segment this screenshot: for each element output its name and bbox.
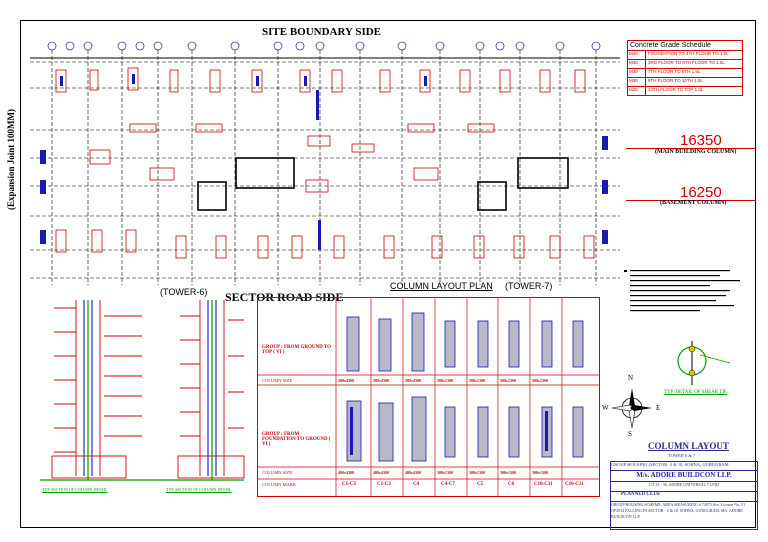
basement-level-line: [626, 200, 756, 201]
size-cell: 400x4300: [405, 470, 421, 475]
grid-bubbles: [47, 41, 601, 51]
drawing-sheet: [20, 20, 756, 528]
main-level-label: (MAIN BUILDING COLUMN): [655, 149, 737, 155]
grid-lines: [30, 50, 620, 285]
size-cell: 300x4300: [405, 378, 421, 383]
drawing-subtitle: TOWER 6 & 7: [668, 453, 696, 458]
shear-tie-detail: [677, 341, 731, 385]
title-block: GROUP HOUSING (SECTOR -2 & 10, SOHNA, GU…: [610, 461, 758, 530]
north-compass: [611, 388, 652, 429]
mark-cell: C1-C3: [342, 482, 356, 487]
group2-label: GROUP : FROM FOUNDATION TO GROUND ( VI ): [262, 432, 331, 447]
project-name: GROUP HOUSING (SECTOR -2 & 10, SOHNA, GU…: [611, 462, 757, 471]
mark-row-label: COLUMN MARK: [262, 482, 297, 487]
site-boundary-label: SITE BOUNDARY SIDE: [262, 26, 382, 38]
mark-cell: C10-C11: [534, 482, 553, 487]
tower-left-label: (TOWER-6): [160, 287, 208, 297]
consultant-name: PLANNED CLUE: [611, 492, 757, 502]
core-walls: [197, 157, 569, 211]
client-name: M/s. ADORE BUILDCON LLP.: [611, 471, 757, 482]
column-schedule-table: [257, 297, 600, 497]
general-notes: [624, 270, 740, 312]
size-cell: 300x4300: [373, 378, 389, 383]
compass-w: W: [602, 404, 609, 412]
group1-label: GROUP : FROM GROUND TO TOP ( VI ): [262, 345, 331, 355]
mark-cell: C6: [508, 482, 515, 487]
main-level-value: 16350: [680, 132, 722, 149]
tower-right-label: (TOWER-7): [505, 281, 553, 291]
size-cell: 400x4300: [373, 470, 389, 475]
client-address: UT 33 - 36, ADORE UNIVERSAL 7 LPHJ: [611, 482, 757, 492]
shear-tie-caption: TYP. DETAIL OF SHEAR TIE: [664, 390, 728, 395]
column-schedule-grid: [257, 297, 599, 496]
drawing-title: COLUMN LAYOUT: [648, 441, 729, 451]
section-caption-left: TYP. SECTION OF COLUMN DETAIL: [42, 487, 108, 492]
size-cell: 300x1300: [500, 470, 516, 475]
size-cell: 300x1300: [437, 470, 453, 475]
basement-level-value: 16250: [680, 184, 722, 201]
mark-cell: C4: [413, 482, 420, 487]
mark-cell: C10-C11: [565, 482, 584, 487]
compass-e: E: [656, 404, 661, 412]
expansion-joint-label: (Expansion Joint 100MM): [6, 108, 16, 210]
compass-n: N: [628, 374, 634, 382]
size-cell: 400x4300: [338, 470, 354, 475]
column-markers: [55, 67, 595, 259]
section-caption-right: TYP. SECTION OF COLUMN DETAIL: [166, 487, 232, 492]
size-cell: 300x1300: [469, 470, 485, 475]
size-cell: 300x1300: [437, 378, 453, 383]
size-cell: 300x1300: [500, 378, 516, 383]
column-layout-plan: [30, 41, 620, 285]
compass-s: S: [628, 430, 632, 438]
main-level-line: [626, 148, 756, 149]
column-layout-plan-label: COLUMN LAYOUT PLAN: [390, 281, 493, 291]
mark-cell: C5: [477, 482, 484, 487]
size-cell: 300x1300: [532, 378, 548, 383]
size-cell: 300x4300: [338, 378, 354, 383]
size-row-label-bottom: COLUMN SIZE: [262, 470, 293, 475]
column-section-details: [40, 300, 245, 481]
project-notes: GROUP HOUSING SCHEME, AREA MEASURING 6.7…: [611, 502, 746, 519]
basement-level-label: (BASEMENT COLUMN): [660, 200, 727, 206]
size-cell: 300x1300: [469, 378, 485, 383]
schedule-title: Concrete Grade Schedule: [628, 41, 742, 51]
mark-cell: C1-C3: [377, 482, 391, 487]
mark-cell: C4-C7: [441, 482, 455, 487]
blue-columns: [40, 74, 608, 250]
size-row-label-top: COLUMN SIZE: [262, 378, 293, 383]
size-cell: 300x1300: [532, 470, 548, 475]
